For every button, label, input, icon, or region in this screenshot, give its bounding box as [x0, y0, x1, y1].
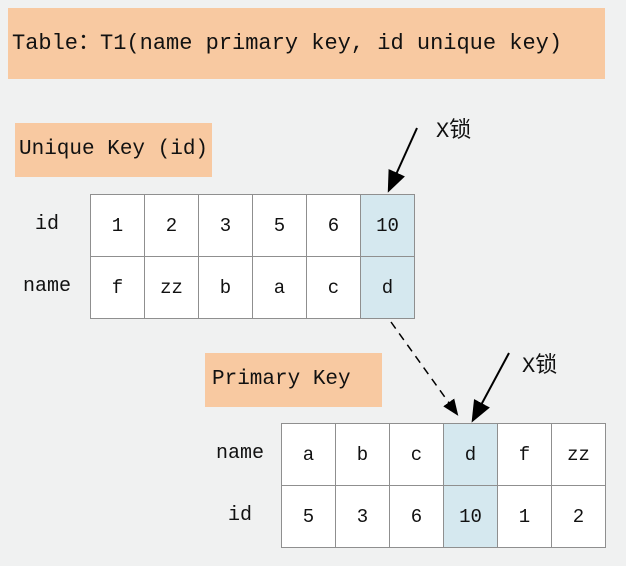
primary-key-cell-name-0: a — [281, 423, 335, 485]
unique-key-cell-id-5-locked: 10 — [360, 194, 414, 256]
primary-key-cell-name-4: f — [497, 423, 551, 485]
unique-key-table: 1 2 3 5 6 10 f zz b a c d — [90, 194, 415, 319]
primary-key-table: a b c d f zz 5 3 6 10 1 2 — [281, 423, 606, 548]
x-lock-arrow-bottom — [471, 352, 510, 423]
unique-key-cell-id-3: 5 — [252, 194, 306, 256]
x-lock-label-top: X锁 — [436, 119, 472, 144]
unique-key-cell-name-2: b — [198, 256, 252, 318]
unique-key-cell-id-0: 1 — [90, 194, 144, 256]
primary-key-cell-id-3-locked: 10 — [443, 485, 497, 547]
primary-key-section-label: Primary Key — [205, 353, 382, 407]
unique-key-cell-name-0: f — [90, 256, 144, 318]
primary-key-cell-name-2: c — [389, 423, 443, 485]
primary-key-cell-name-3-locked: d — [443, 423, 497, 485]
primary-key-cell-id-1: 3 — [335, 485, 389, 547]
unique-key-cell-name-5-locked: d — [360, 256, 414, 318]
primary-key-cell-id-0: 5 — [281, 485, 335, 547]
primary-key-row-header-id: id — [227, 504, 252, 527]
unique-key-cell-id-4: 6 — [306, 194, 360, 256]
unique-key-section-label: Unique Key (id) — [15, 123, 212, 177]
unique-key-cell-id-2: 3 — [198, 194, 252, 256]
primary-key-row-headers: name id — [207, 423, 273, 547]
unique-key-cell-name-3: a — [252, 256, 306, 318]
primary-key-cell-id-2: 6 — [389, 485, 443, 547]
unique-key-row-headers: id name — [14, 194, 80, 318]
unique-key-cell-name-1: zz — [144, 256, 198, 318]
unique-key-cell-name-4: c — [306, 256, 360, 318]
x-lock-arrow-top — [387, 127, 418, 193]
x-lock-label-bottom: X锁 — [522, 354, 558, 379]
primary-key-cell-id-4: 1 — [497, 485, 551, 547]
primary-key-cell-name-5: zz — [551, 423, 605, 485]
primary-key-cell-name-1: b — [335, 423, 389, 485]
unique-key-row-header-name: name — [22, 275, 71, 298]
unique-key-row-header-id: id — [34, 213, 59, 236]
table-definition-banner: Table：T1(name primary key, id unique key… — [8, 8, 605, 79]
unique-key-cell-id-1: 2 — [144, 194, 198, 256]
primary-key-cell-id-5: 2 — [551, 485, 605, 547]
unique-to-primary-dashed-arrow — [390, 321, 459, 416]
primary-key-row-header-name: name — [215, 442, 264, 465]
